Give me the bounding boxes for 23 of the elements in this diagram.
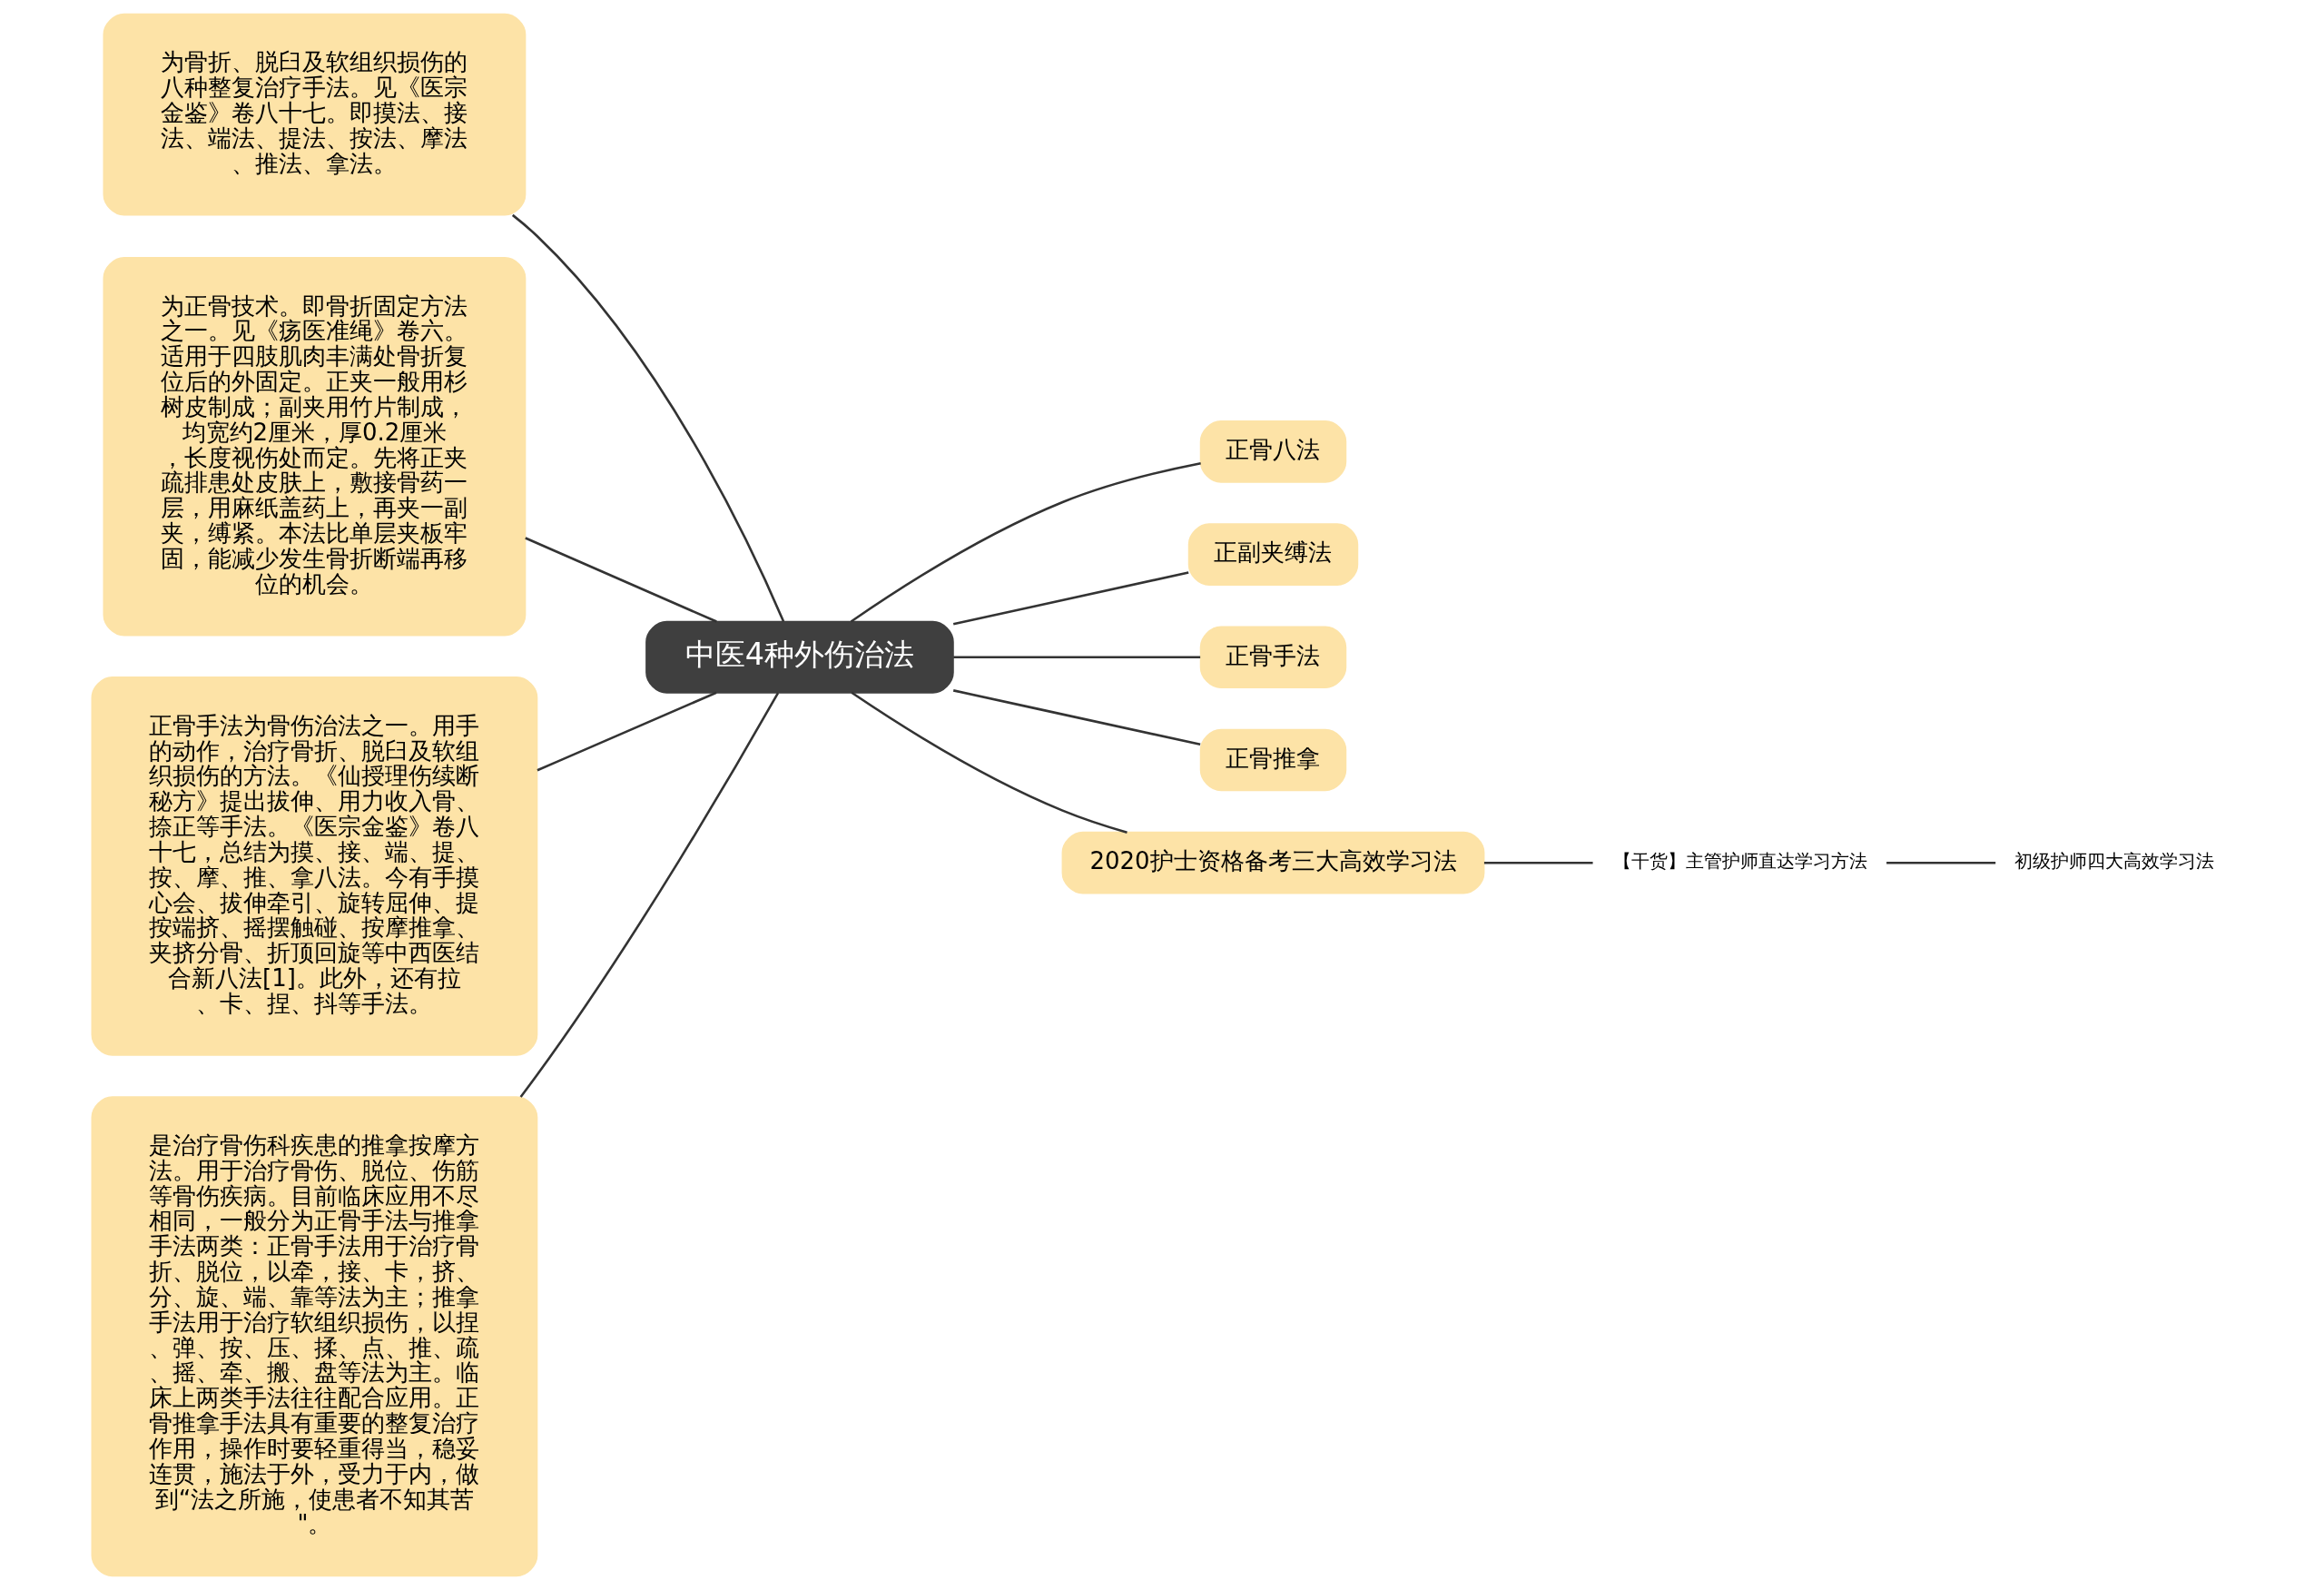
- node-box: 正副夹缚法: [1187, 523, 1359, 586]
- connector: [1483, 861, 1593, 864]
- connector: [519, 692, 780, 1098]
- node-text: 【干货】主管护师直达学习方法: [1612, 850, 1867, 873]
- connector: [511, 213, 785, 622]
- connector: [1886, 861, 1996, 864]
- connector: [850, 461, 1201, 623]
- node-box: 为正骨技术。即骨折固定方法之一。见《疡医准绳》卷六。适用于四肢肌肉丰满处骨折复位后的外固定。正夹一般用杉树皮制成；副夹用竹片制成，均宽约2厘米，厚0.2厘米，长度视伤处而定。先将正夹疏排患处皮肤上，敷接骨药一层，用麻纸盖药上，再夹一副夹，缚紧。本法比单层夹板牢固，能减少发生骨折断端再移位的机会。: [103, 256, 527, 637]
- node-box: 2020护士资格备考三大高效学习法: [1061, 831, 1485, 894]
- node-box: 正骨八法: [1199, 420, 1347, 483]
- connector: [525, 537, 717, 623]
- node-box: 正骨手法: [1199, 626, 1347, 689]
- node-box: 正骨手法为骨伤治法之一。用手的动作，治疗骨折、脱臼及软组织损伤的方法。《仙授理伤续断秘方》提出拔伸、用力收入骨、捺正等手法。《医宗金鉴》卷八十七，总结为摸、接、端、提、按、摩、推、拿八法。今有手摸心会、拔伸牵引、旋转屈伸、提按端挤、摇摆触碰、按摩推拿、夹挤分骨、折顶回旋等中西医结合新八法[1]。此外，还有拉、卡、捏、抖等手法。: [91, 676, 538, 1056]
- node-box: 中医4种外伤治法: [645, 620, 954, 694]
- connector: [953, 656, 1201, 659]
- connector: [952, 571, 1189, 626]
- node-box: 是治疗骨伤科疾患的推拿按摩方法。用于治疗骨伤、脱位、伤筋等骨伤疾病。目前临床应用不尽相同，一般分为正骨手法与推拿手法两类：正骨手法用于治疗骨折、脱位，以牵，接、卡，挤、分、旋、端、靠等法为主；推拿手法用于治疗软组织损伤，以捏、弹、按、压、揉、点、推、疏、摇、牵、搬、盘等法为主。临床上两类手法往往配合应用。正骨推拿手法具有重要的整复治疗作用，操作时要轻重得当，稳妥连贯，施法于外，受力于内，做到“法之所施，使患者不知其苦"。: [91, 1096, 538, 1577]
- node-box: 为骨折、脱臼及软组织损伤的八种整复治疗手法。见《医宗金鉴》卷八十七。即摸法、接法、端法、提法、按法、摩法、推法、拿法。: [103, 13, 527, 216]
- connector: [537, 691, 717, 772]
- node-text: 初级护师四大高效学习法: [2014, 850, 2214, 873]
- connector: [952, 689, 1201, 746]
- connector: [851, 691, 1128, 834]
- node-box: 正骨推拿: [1199, 728, 1347, 792]
